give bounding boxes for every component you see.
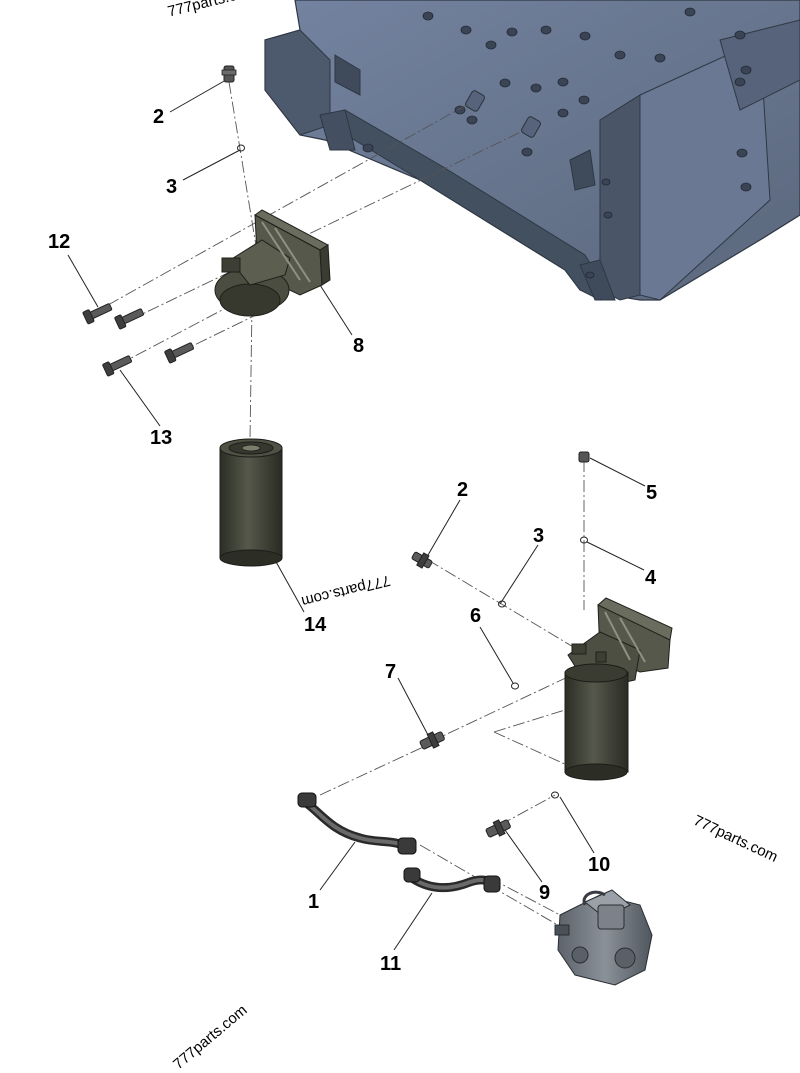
callout-1: 1 — [308, 891, 320, 913]
plug-lower — [578, 451, 590, 463]
o-ring-upper — [237, 144, 245, 152]
callout-9: 9 — [539, 882, 551, 904]
filter-head-upper — [214, 209, 331, 317]
callout-8: 8 — [353, 335, 365, 357]
callout-7: 7 — [385, 661, 397, 683]
o-ring-4 — [580, 536, 588, 544]
plug-upper — [221, 65, 237, 83]
callout-3-upper: 3 — [166, 176, 178, 198]
callout-13: 13 — [150, 427, 173, 449]
callout-6: 6 — [470, 605, 482, 627]
o-ring-6 — [511, 682, 519, 690]
fuel-injection-pump — [554, 889, 653, 986]
callout-14: 14 — [304, 614, 327, 636]
o-ring-3-lower — [498, 600, 506, 608]
callout-leaders — [67, 79, 646, 951]
fitting-9 — [485, 819, 511, 838]
callout-3-lower: 3 — [533, 525, 545, 547]
engine-block — [264, 0, 800, 301]
callout-2-upper: 2 — [153, 106, 165, 128]
callout-10: 10 — [588, 854, 611, 876]
o-ring-10 — [551, 791, 559, 799]
fitting-2-lower — [411, 551, 433, 569]
fuel-line-11 — [403, 867, 501, 893]
callout-5: 5 — [646, 482, 658, 504]
callout-12: 12 — [48, 231, 71, 253]
fuel-filter-cartridge — [219, 438, 283, 567]
callout-4: 4 — [645, 567, 657, 589]
callout-2-lower: 2 — [457, 479, 469, 501]
bolts-upper — [82, 303, 194, 377]
fitting-7 — [419, 731, 445, 750]
fuel-line-1 — [297, 792, 417, 855]
filter-head-lower — [564, 597, 673, 781]
callout-11: 11 — [380, 953, 402, 975]
